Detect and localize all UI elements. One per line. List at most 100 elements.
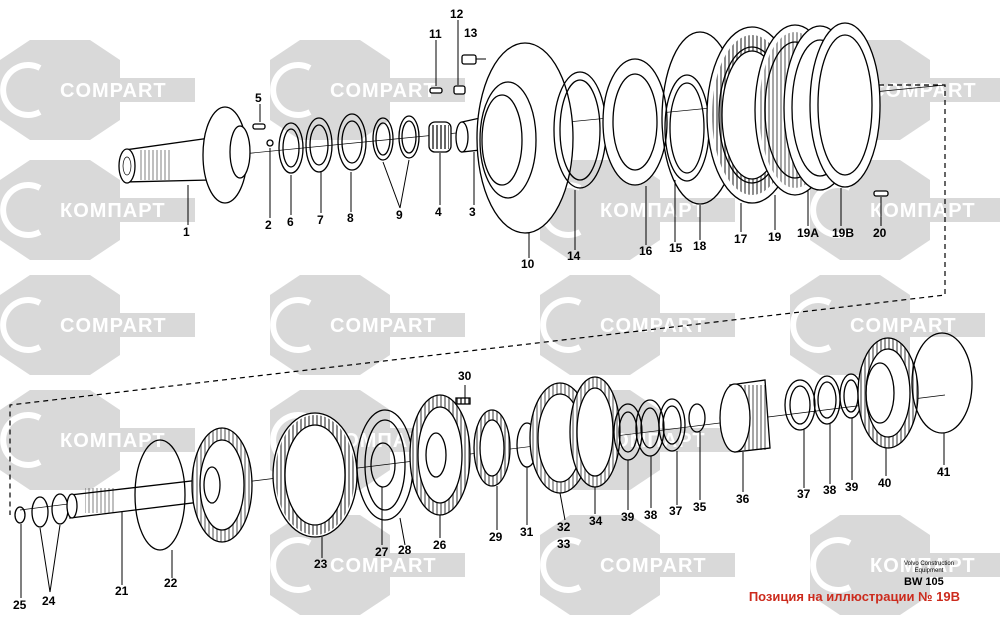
wm-text: COMPART	[850, 315, 957, 337]
part-label: 19	[768, 230, 782, 244]
wm-text: КОМПАРТ	[60, 430, 166, 452]
part-label: 34	[589, 514, 603, 528]
part-label: 28	[398, 543, 412, 557]
part-label: 2	[265, 218, 272, 232]
part-label: 41	[937, 465, 951, 479]
part-8-ring	[337, 113, 367, 171]
part-label: 1	[183, 225, 190, 239]
part-label: 19A	[797, 226, 819, 240]
part-2-ball	[266, 139, 274, 147]
part-label: 25	[13, 598, 27, 612]
wm-text: COMPART	[600, 555, 707, 577]
part-label: 12	[450, 7, 464, 21]
part-label: 39	[621, 510, 635, 524]
leader-lines	[20, 20, 945, 598]
wm-text: COMPART	[870, 80, 977, 102]
part-34-clutch-disc	[569, 376, 621, 488]
part-label: 11	[429, 27, 442, 41]
part-label: 18	[693, 239, 707, 253]
part-29-bearing	[473, 409, 511, 487]
part-label: 6	[287, 215, 294, 229]
wm-text: COMPART	[330, 80, 437, 102]
part-label: 38	[644, 508, 658, 522]
part-label: 40	[878, 476, 892, 490]
document-number: BW 105	[904, 576, 944, 588]
wm-text: КОМПАРТ	[60, 200, 166, 222]
part-label: 33	[557, 537, 571, 551]
part-label: 4	[435, 205, 442, 219]
part-label: 5	[255, 91, 262, 105]
part-label: 23	[314, 557, 328, 571]
part-37-ring	[784, 379, 816, 431]
part-label: 38	[823, 483, 837, 497]
part-label: 35	[693, 500, 707, 514]
part-label: 27	[375, 545, 389, 559]
watermark-layer: COMPART COMPART COMPART КОМПАРТ КОМПАРТ …	[0, 40, 1000, 615]
part-37-ring	[658, 398, 686, 452]
part-label: 21	[115, 584, 129, 598]
part-label: 32	[557, 520, 571, 534]
part-label: 20	[873, 226, 887, 240]
part-label: 10	[521, 257, 535, 271]
part-label: 8	[347, 211, 354, 225]
part-15-ring	[664, 74, 710, 182]
part-label: 19B	[832, 226, 854, 240]
wm-text: COMPART	[330, 315, 437, 337]
part-label: 16	[639, 244, 653, 258]
part-9-ring-pair	[372, 115, 420, 161]
part-26-gear-disc	[409, 394, 471, 516]
part-label: 9	[396, 208, 403, 222]
part-label: 26	[433, 538, 447, 552]
manufacturer-label: Volvo Construction Equipment	[903, 561, 955, 574]
part-label: 13	[464, 26, 478, 40]
part-30-spring	[455, 397, 471, 405]
part-22-snap-ring	[134, 439, 186, 551]
part-label: 3	[469, 205, 476, 219]
part-35-ring	[688, 403, 706, 433]
part-label: 24	[42, 594, 56, 608]
part-label: 7	[317, 213, 324, 227]
illustration-caption: Позиция на иллюстрации № 19B	[748, 589, 960, 604]
continuation-dashed-line	[9, 84, 946, 515]
part-25-washer	[14, 506, 26, 524]
part-label: 22	[164, 576, 178, 590]
part-label: 15	[669, 241, 683, 255]
part-label: 37	[669, 504, 683, 518]
wm-text: COMPART	[60, 315, 167, 337]
part-label: 39	[845, 480, 859, 494]
wm-text: КОМПАРТ	[600, 430, 706, 452]
part-label: 14	[567, 249, 581, 263]
part-label: 36	[736, 492, 750, 506]
wm-text: COMPART	[330, 555, 437, 577]
part-21-gear-flange	[191, 427, 253, 543]
part-label-group: 1 2 3 4 5 6 7 8 9 10 11 12 13 14 15 16 1…	[13, 7, 951, 612]
part-16-piston	[602, 58, 668, 186]
wm-text: КОМПАРТ	[870, 555, 976, 577]
part-40-gear	[857, 337, 919, 449]
part-6-ring	[278, 122, 304, 174]
part-7-disc	[305, 117, 333, 173]
part-36-spline-hub	[719, 379, 771, 453]
part-5-pin	[252, 123, 266, 130]
part-38-ring	[813, 375, 841, 425]
part-27-ring	[370, 442, 396, 488]
wm-text: КОМПАРТ	[870, 200, 976, 222]
part-13-bolt	[461, 54, 486, 65]
part-label: 30	[458, 369, 472, 383]
part-label: 37	[797, 487, 811, 501]
part-1-shaft-flange	[118, 106, 251, 204]
part-label: 29	[489, 530, 503, 544]
part-20-pin	[873, 190, 889, 197]
wm-text: COMPART	[600, 315, 707, 337]
part-19b-race	[809, 22, 881, 188]
part-11-pin	[429, 87, 443, 94]
part-23-ring-gear	[272, 412, 358, 538]
wm-text: КОМПАРТ	[600, 200, 706, 222]
part-4-needle-bearing	[428, 121, 452, 153]
part-10-housing-plate	[476, 42, 574, 234]
part-41-snap-ring	[911, 332, 973, 434]
wm-text: COMPART	[60, 80, 167, 102]
part-12-pin	[453, 85, 466, 95]
part-label: 17	[734, 232, 748, 246]
